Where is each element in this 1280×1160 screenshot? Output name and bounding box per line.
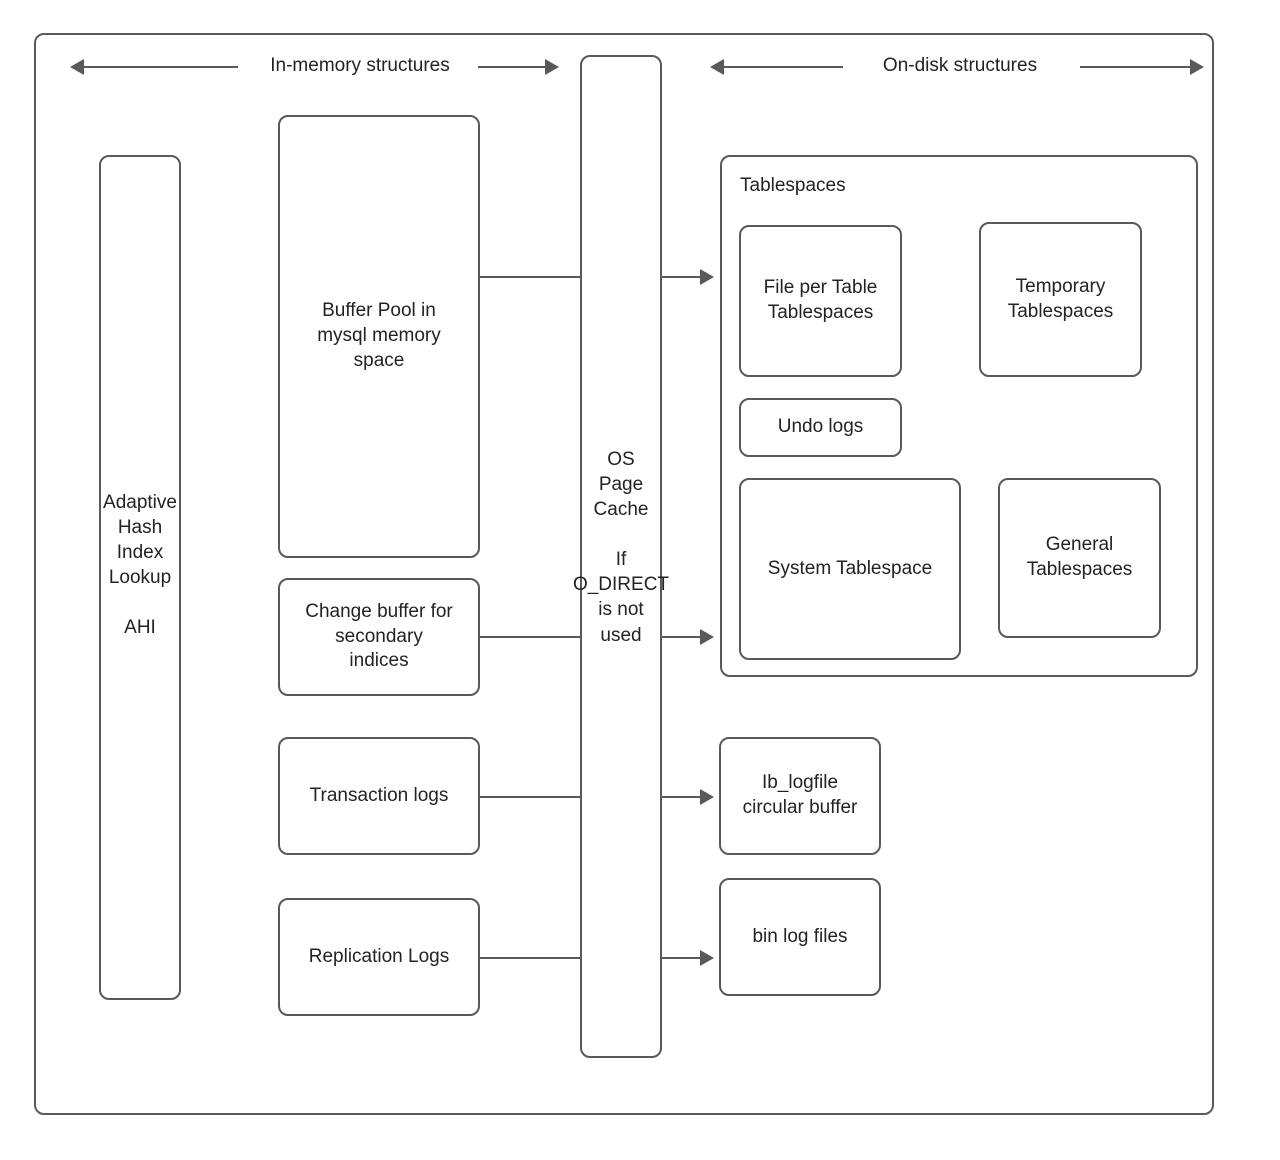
- connector-replication-logs-to-bin-log-files-head: [700, 950, 714, 966]
- block-adaptive-hash-index[interactable]: [99, 155, 181, 1000]
- block-transaction-logs[interactable]: Transaction logs: [278, 737, 480, 855]
- block-temporary-tablespaces[interactable]: Temporary Tablespaces: [979, 222, 1142, 377]
- connector-buffer-pool-to-file-per-table-head: [700, 269, 714, 285]
- block-undo-logs[interactable]: Undo logs: [739, 398, 902, 457]
- on-disk-arrow-right-head: [1190, 59, 1204, 75]
- group-tablespaces-label: Tablespaces: [740, 175, 846, 196]
- band-label-on-disk: On-disk structures: [882, 55, 1038, 76]
- block-replication-logs[interactable]: Replication Logs: [278, 898, 480, 1016]
- block-system-tablespace[interactable]: System Tablespace: [739, 478, 961, 660]
- band-label-in-memory: In-memory structures: [270, 55, 450, 76]
- block-change-buffer[interactable]: Change buffer for secondary indices: [278, 578, 480, 696]
- in-memory-arrow-left-head: [70, 59, 84, 75]
- on-disk-arrow-left-head: [710, 59, 724, 75]
- block-general-tablespaces[interactable]: General Tablespaces: [998, 478, 1161, 638]
- block-bin-log-files[interactable]: bin log files: [719, 878, 881, 996]
- on-disk-arrow-left-line: [724, 66, 843, 68]
- outer-frame: [34, 33, 1214, 1115]
- connector-change-buffer-to-system-tablespace-head: [700, 629, 714, 645]
- in-memory-arrow-right-head: [545, 59, 559, 75]
- block-os-page-cache[interactable]: [580, 55, 662, 1058]
- block-file-per-table-tablespaces[interactable]: File per Table Tablespaces: [739, 225, 902, 377]
- block-ib-logfile[interactable]: Ib_logfile circular buffer: [719, 737, 881, 855]
- on-disk-arrow-right-line: [1080, 66, 1193, 68]
- block-buffer-pool[interactable]: Buffer Pool in mysql memory space: [278, 115, 480, 558]
- in-memory-arrow-left-line: [84, 66, 238, 68]
- in-memory-arrow-right-line: [478, 66, 548, 68]
- connector-transaction-logs-to-ib-logfile-head: [700, 789, 714, 805]
